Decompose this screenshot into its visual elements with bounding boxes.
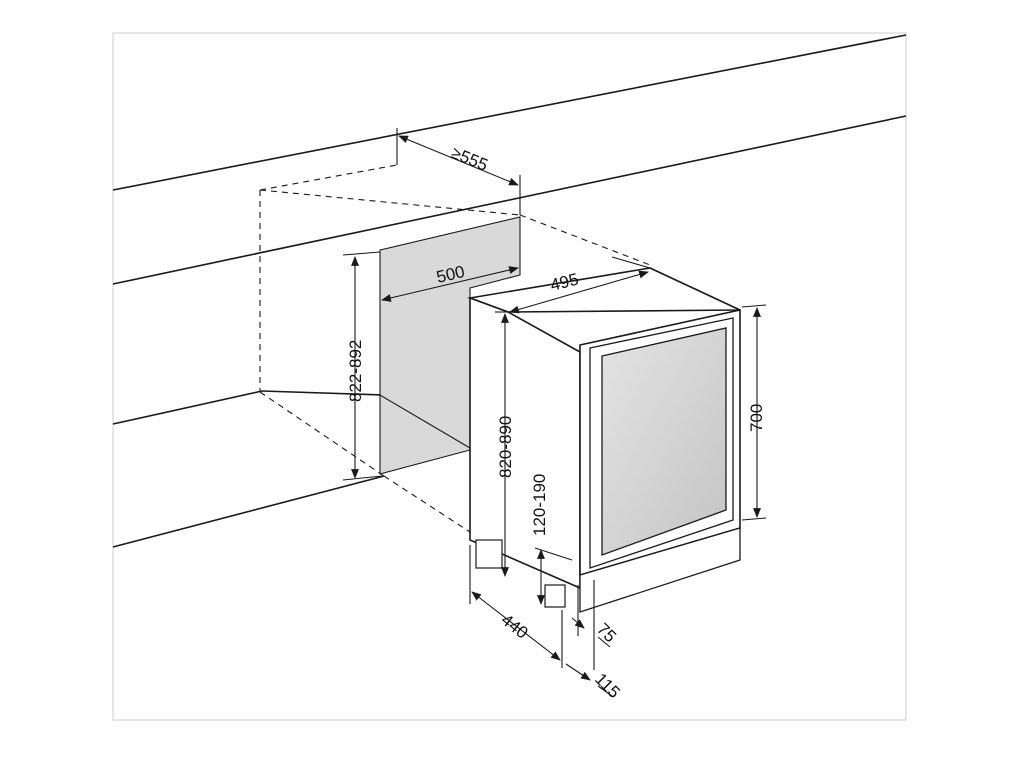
dim-door-offset-label: 75 bbox=[593, 619, 620, 646]
countertop-lines bbox=[112, 34, 907, 548]
dim-plinth-height-label: 120-190 bbox=[530, 474, 549, 536]
door-frame bbox=[589, 317, 734, 569]
dim-niche-height-label: 822-892 bbox=[346, 340, 365, 402]
dim-front-depth: 115 bbox=[565, 663, 624, 702]
dim-niche-height: 822-892 bbox=[342, 251, 383, 481]
dim-appliance-height-label: 820-890 bbox=[496, 416, 515, 478]
dim-niche-depth-label: ≥555 bbox=[449, 143, 491, 175]
glass-panel bbox=[601, 327, 727, 556]
frame-border bbox=[112, 32, 907, 721]
front-foot bbox=[544, 584, 566, 608]
dim-front-height-label: 700 bbox=[747, 404, 766, 432]
dim-plinth-height: 120-190 bbox=[530, 474, 573, 605]
dim-niche-width: 500 bbox=[381, 262, 519, 302]
rear-foot bbox=[475, 539, 503, 569]
dim-appliance-height: 820-890 bbox=[495, 311, 515, 577]
dim-front-height: 700 bbox=[741, 304, 767, 521]
dim-front-depth-label: 115 bbox=[591, 669, 624, 702]
plinth bbox=[579, 527, 741, 613]
